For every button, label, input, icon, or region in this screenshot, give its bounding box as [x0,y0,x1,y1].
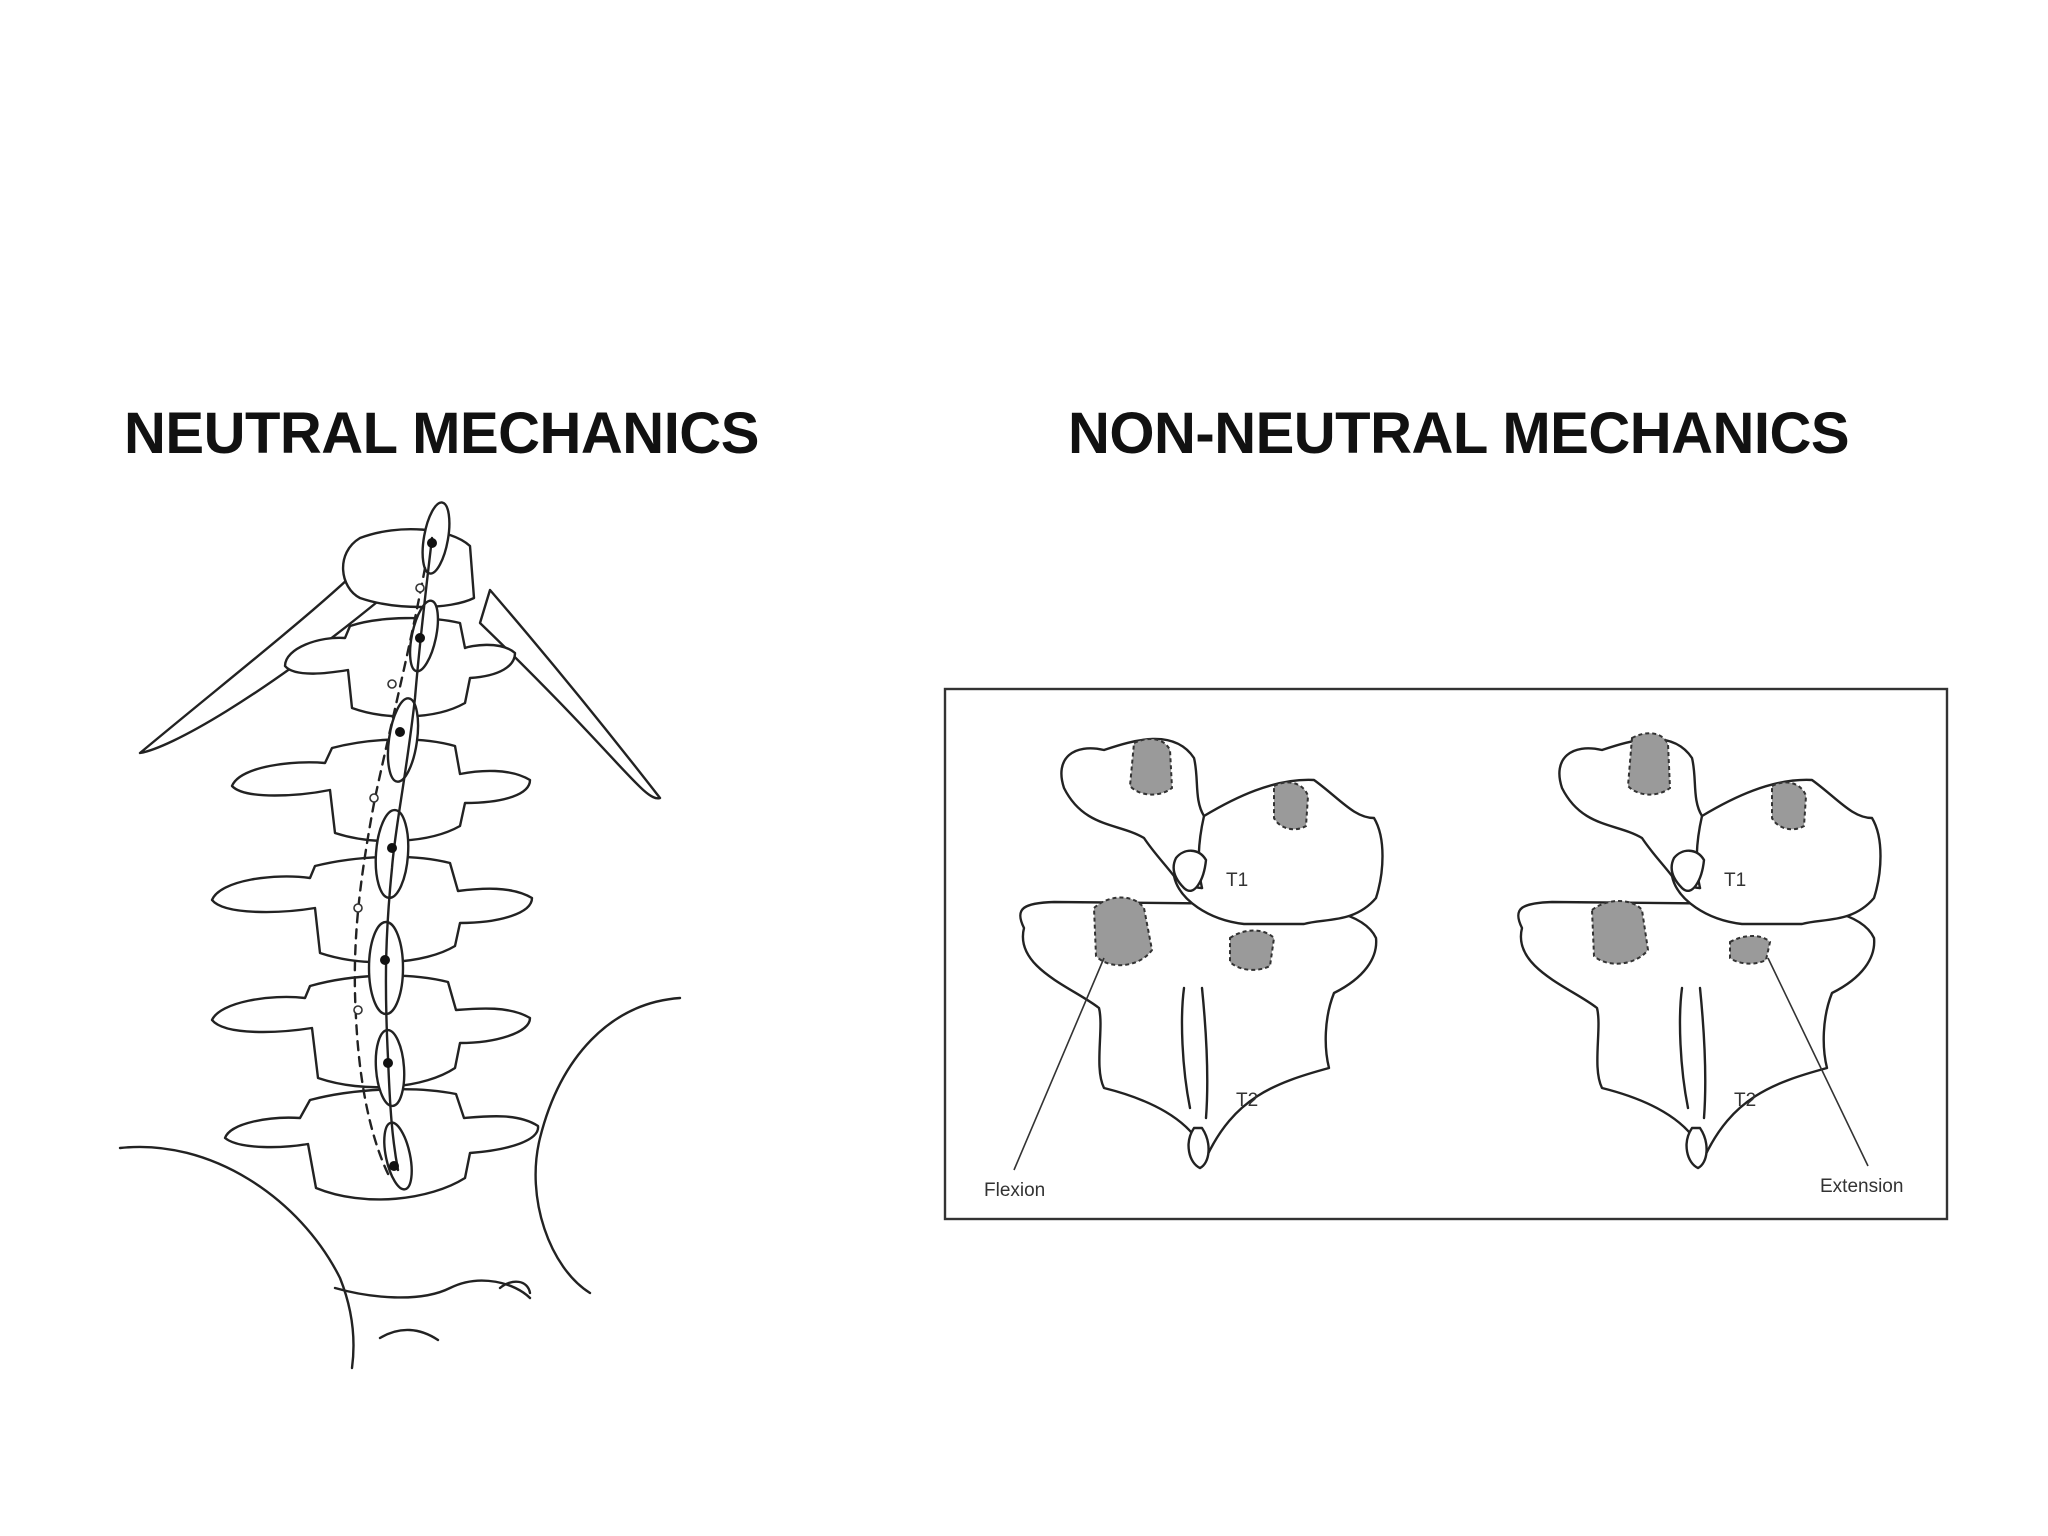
axis-dot [380,955,390,965]
flexion-T1-label: T1 [1226,870,1248,891]
sacral-foramen-outline [498,1280,532,1295]
flexion-facet-shading [1273,781,1310,831]
neutral-mechanics-heading: NEUTRAL MECHANICS [124,401,759,466]
extension-caption: Extension [1820,1176,1903,1197]
vertebra-L5-shape [210,974,532,1089]
vertebra-L3-shape [230,738,532,843]
left-iliac-outline [118,1145,355,1370]
extension-facet-shading [1590,900,1650,965]
axis-open-dot [415,583,425,593]
vertebrae-group [210,528,540,1201]
lumbar-spine-illustration [118,501,682,1370]
vertebra-L4-shape [210,855,534,964]
axis-open-dot [353,1005,363,1015]
flexion-caption: Flexion [984,1180,1045,1201]
non-neutral-mechanics-heading: NON-NEUTRAL MECHANICS [1068,401,1850,466]
extension-facet-shading [1729,935,1772,965]
rotation-axis-markers [353,501,451,1191]
extension-spinous-line [1678,986,1690,1110]
extension-leader-line [1767,957,1869,1167]
flexion-leader-line [1013,957,1105,1171]
extension-facet-shape [1670,849,1706,892]
flexion-facet-shading [1092,896,1154,967]
thoracic-vertebrae-illustration: T1 T2 Flexion T1 T2 Extension [943,687,1949,1221]
extension-T1-label: T1 [1724,870,1746,891]
axis-ellipse [386,697,420,783]
flexion-spinous-line [1180,986,1192,1110]
extension-spinous-line [1698,986,1707,1120]
flexion-facet-shape [1172,849,1208,892]
right-iliac-outline [534,996,682,1295]
vertebra-S1-shape [223,1088,540,1201]
flexion-T2-label: T2 [1236,1090,1258,1111]
axis-line [384,536,434,1172]
extension-facet-shading [1626,732,1672,796]
sacrum-outline [333,1279,532,1300]
axis-open-dot [353,903,363,913]
extension-spinous-tip [1685,1126,1708,1170]
right-rib-shape [478,588,662,800]
flexion-facet-shading [1229,929,1276,971]
axis-dot [389,1161,399,1171]
axis-dot [415,633,425,643]
extension-T2-label: T2 [1734,1090,1756,1111]
extension-panel: T1 T2 Extension [1517,732,1903,1197]
flexion-panel: T1 T2 Flexion [984,737,1384,1201]
axis-dot [395,727,405,737]
vertebra-L2-shape [283,616,517,718]
axis-dot [383,1058,393,1068]
axis-open-dot [387,679,397,689]
axis-open-dot [369,793,379,803]
axis-dot [387,843,397,853]
flexion-spinous-tip [1187,1126,1210,1170]
sacral-foramen-outline [378,1328,440,1342]
axis-dot [427,538,437,548]
vertebra-L1-shape [341,528,476,609]
flexion-spinous-line [1200,986,1209,1120]
dashed-axis-line [353,566,427,1180]
extension-facet-shading [1771,781,1808,831]
flexion-facet-shading [1128,737,1174,796]
